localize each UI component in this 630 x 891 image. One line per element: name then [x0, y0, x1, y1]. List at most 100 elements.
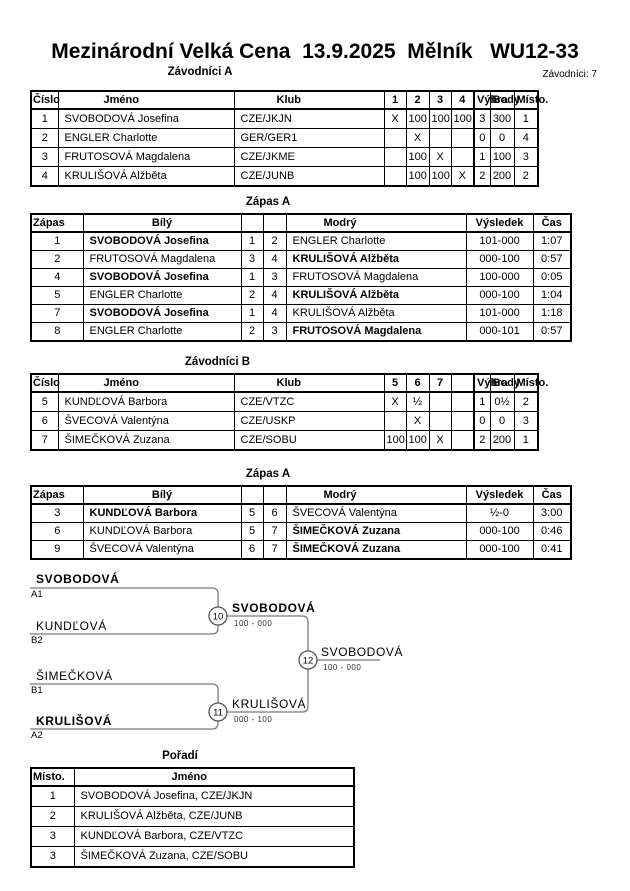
grid-cell [428, 411, 452, 431]
player-name-cell: ŠIMEČKOVÁ Zuzana [57, 430, 235, 451]
bracket-seed-label: A1 [31, 589, 43, 600]
grid-cell: 100 [450, 108, 475, 129]
result-cell: 000-100 [465, 540, 534, 560]
player-row: 5 KUNDĽOVÁ Barbora CZE/VTZC X ½ 1 0½ 2 [30, 391, 539, 412]
blue-number-cell: 7 [262, 522, 287, 541]
place-cell: 1 [513, 430, 539, 451]
player-name-cell: SVOBODOVÁ Josefina [57, 108, 235, 129]
col-header-cas: Čas [532, 213, 572, 233]
player-name-cell: KRULIŠOVÁ Alžběta [57, 166, 235, 187]
match-node-circle [208, 606, 228, 626]
place-cell: 2 [513, 391, 539, 412]
match-number-cell: 1 [30, 231, 84, 251]
white-player-cell: FRUTOSOVÁ Magdalena [82, 250, 242, 269]
time-cell: 1:18 [532, 304, 572, 323]
grid-cell: 100 [405, 108, 430, 129]
header-row: Místo. Jméno [30, 767, 355, 787]
match-row: 1 SVOBODOVÁ Josefina 1 2 ENGLER Charlott… [30, 231, 572, 251]
standing-name-cell: KRULIŠOVÁ Alžběta, CZE/JUNB [73, 806, 355, 827]
participants-count: Závodníci: 7 [542, 69, 597, 80]
grid-cell: X [450, 166, 475, 187]
player-number-cell: 7 [30, 430, 59, 451]
time-cell: 3:00 [532, 503, 572, 523]
place-cell: 1 [513, 108, 539, 129]
time-cell: 0:57 [532, 250, 572, 269]
player-name-cell: KUNDĽOVÁ Barbora [57, 391, 235, 412]
grid-cell: 100 [405, 166, 430, 187]
player-club-cell: CZE/SOBU [233, 430, 385, 451]
result-cell: ½-0 [465, 503, 534, 523]
player-name-cell: ŠVECOVÁ Valentýna [57, 411, 235, 431]
wins-cell: 2 [473, 166, 491, 187]
standings-table: Místo. Jméno 1 SVOBODOVÁ Josefina, CZE/J… [30, 767, 355, 868]
match-node-circle [298, 650, 318, 670]
standing-place-cell: 3 [30, 846, 75, 868]
grid-cell: X [405, 128, 430, 148]
matches-a-table: Zápas Bílý Modrý Výsledek Čas 1 SVOBODOV… [30, 213, 572, 342]
player-club-cell: CZE/JKJN [233, 108, 385, 129]
col-header-vyhra: Výhra [473, 90, 508, 110]
points-cell: 200 [489, 430, 515, 451]
grid-cell [450, 391, 475, 412]
col-header-3: 3 [428, 90, 452, 110]
bracket-lines: 10 11 12 [30, 587, 380, 730]
player-club-cell: GER/GER1 [233, 128, 385, 148]
bracket-seed-label: A2 [31, 730, 43, 741]
points-cell: 0½ [489, 391, 515, 412]
grid-cell [450, 147, 475, 167]
player-number-cell: 3 [30, 147, 59, 167]
standing-place-cell: 3 [30, 826, 75, 847]
blue-player-cell: KRULIŠOVÁ Alžběta [285, 286, 467, 305]
points-cell: 100 [489, 147, 515, 167]
bracket-match-score: 000 - 100 [234, 715, 273, 724]
standing-name-cell: SVOBODOVÁ Josefina, CZE/JKJN [73, 785, 355, 807]
matches-b-table: Zápas Bílý Modrý Výsledek Čas 3 KUNDĽOVÁ… [30, 485, 572, 560]
blue-player-cell: ŠIMEČKOVÁ Zuzana [285, 540, 467, 560]
col-header-5: 5 [383, 373, 407, 393]
player-number-cell: 6 [30, 411, 59, 431]
result-cell: 100-000 [465, 268, 534, 287]
col-header-4: 4 [450, 90, 475, 110]
match-number-cell: 2 [30, 250, 84, 269]
blue-number-cell: 4 [262, 286, 287, 305]
grid-cell: 100 [405, 430, 430, 451]
blue-number-cell: 4 [262, 250, 287, 269]
blue-number-cell: 4 [262, 304, 287, 323]
grid-cell: ½ [405, 391, 430, 412]
match-number-cell: 9 [30, 540, 84, 560]
player-number-cell: 1 [30, 108, 59, 129]
grid-cell [383, 128, 407, 148]
place-cell: 4 [513, 128, 539, 148]
match-row: 8 ENGLER Charlotte 2 3 FRUTOSOVÁ Magdale… [30, 322, 572, 342]
time-cell: 1:07 [532, 231, 572, 251]
points-cell: 300 [489, 108, 515, 129]
bracket-seed-label: B2 [31, 635, 43, 646]
section-title-standings: Pořadí [162, 750, 198, 762]
match-row: 9 ŠVECOVÁ Valentýna 6 7 ŠIMEČKOVÁ Zuzana… [30, 540, 572, 560]
col-header-jmeno: Jméno [57, 373, 235, 393]
standing-place-cell: 2 [30, 806, 75, 827]
wins-cell: 1 [473, 391, 491, 412]
match-row: 5 ENGLER Charlotte 2 4 KRULIŠOVÁ Alžběta… [30, 286, 572, 305]
white-number-cell: 3 [240, 250, 264, 269]
col-header-blank [240, 485, 264, 505]
white-number-cell: 5 [240, 522, 264, 541]
player-club-cell: CZE/JUNB [233, 166, 385, 187]
white-number-cell: 2 [240, 286, 264, 305]
standing-row: 3 KUNDĽOVÁ Barbora, CZE/VTZC [30, 826, 355, 847]
col-header-jmeno: Jméno [73, 767, 355, 787]
col-header-klub: Klub [233, 90, 385, 110]
match-node-circles: 10 11 12 [208, 606, 318, 722]
col-header-blank [450, 373, 475, 393]
player-club-cell: CZE/VTZC [233, 391, 385, 412]
col-header-2: 2 [405, 90, 430, 110]
wins-cell: 0 [473, 411, 491, 431]
match-number-cell: 4 [30, 268, 84, 287]
grid-cell: 100 [428, 108, 452, 129]
white-player-cell: KUNDĽOVÁ Barbora [82, 503, 242, 523]
col-header-blank [262, 485, 287, 505]
grid-cell: X [405, 411, 430, 431]
white-player-cell: SVOBODOVÁ Josefina [82, 268, 242, 287]
white-number-cell: 1 [240, 268, 264, 287]
blue-player-cell: ŠVECOVÁ Valentýna [285, 503, 467, 523]
